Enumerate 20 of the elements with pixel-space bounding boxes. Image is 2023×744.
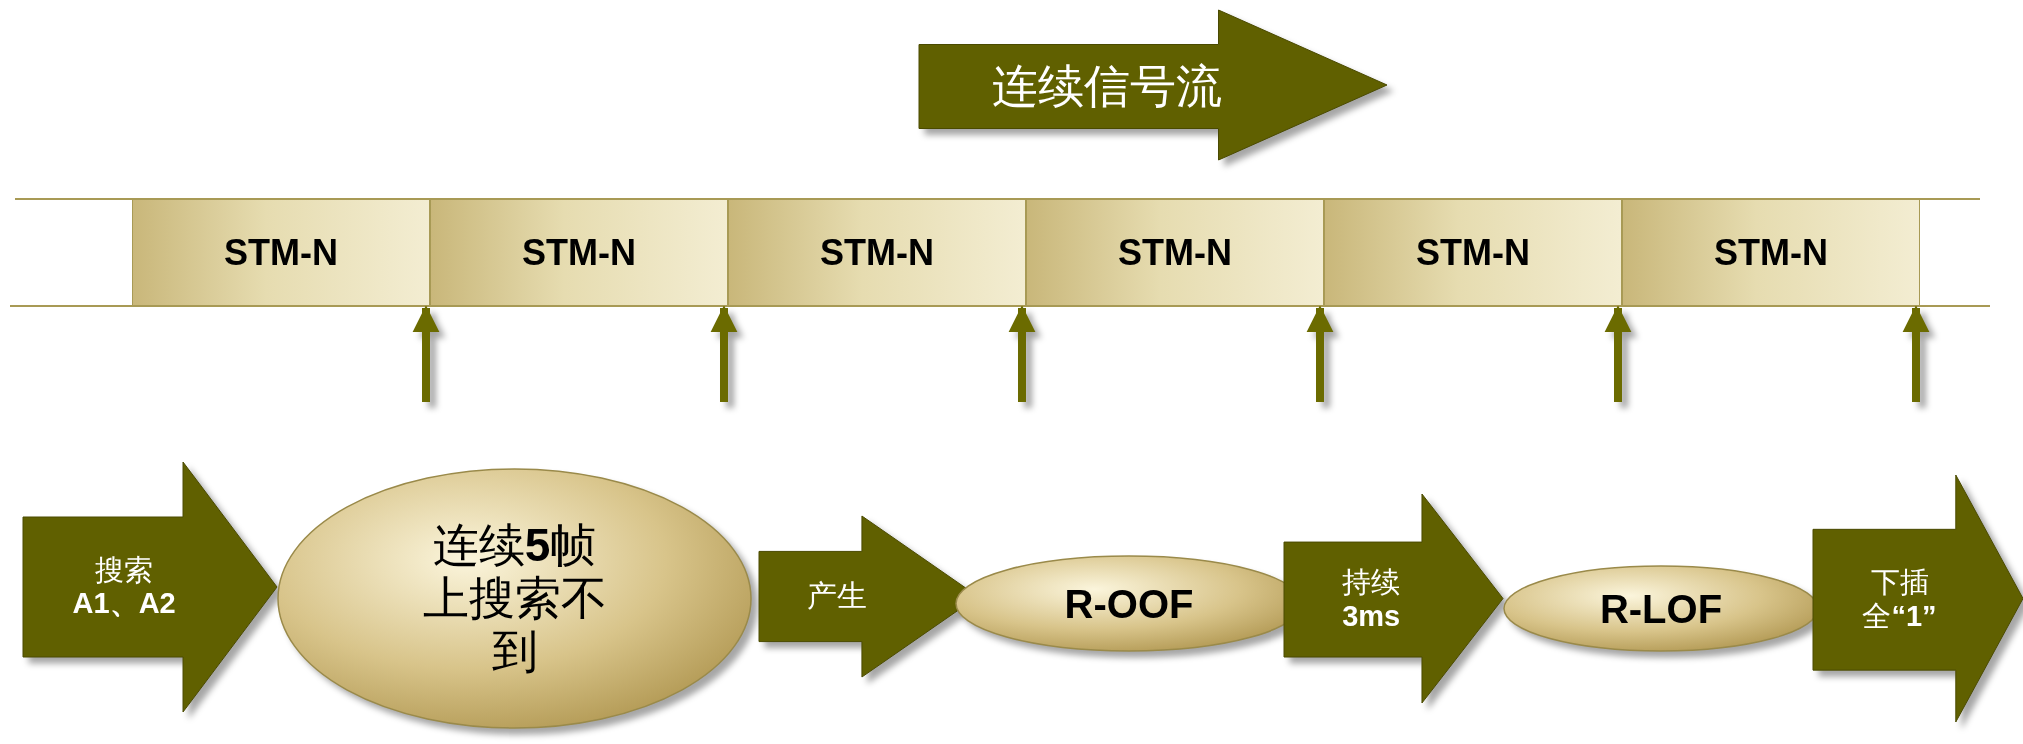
ellipse-label: R-OOF: [1064, 580, 1194, 627]
ellipse-label: R-LOF: [1599, 585, 1723, 632]
arrow-label: 连续信号流: [991, 60, 1222, 113]
arrow-label: 下插全“1”: [1861, 566, 1938, 634]
frame-label: STM-N: [522, 231, 636, 274]
arrow-label: 持续 3ms: [1341, 566, 1402, 633]
frame-label: STM-N: [224, 231, 338, 274]
frame-box: [1324, 199, 1622, 306]
frame-label: STM-N: [820, 231, 934, 274]
frame-box: [1622, 199, 1920, 306]
arrow-label: 搜索 A1、A2: [71, 553, 177, 621]
frame-box: [1026, 199, 1324, 306]
frame-label: STM-N: [1714, 231, 1828, 274]
arrow-label: 产生: [806, 579, 867, 614]
frame-box: [430, 199, 728, 306]
ellipse-label: 连续5帧上搜索不到: [421, 519, 608, 678]
frame-box: [132, 199, 430, 306]
frame-label: STM-N: [1118, 231, 1232, 274]
frame-box: [728, 199, 1026, 306]
frame-label: STM-N: [1416, 231, 1530, 274]
